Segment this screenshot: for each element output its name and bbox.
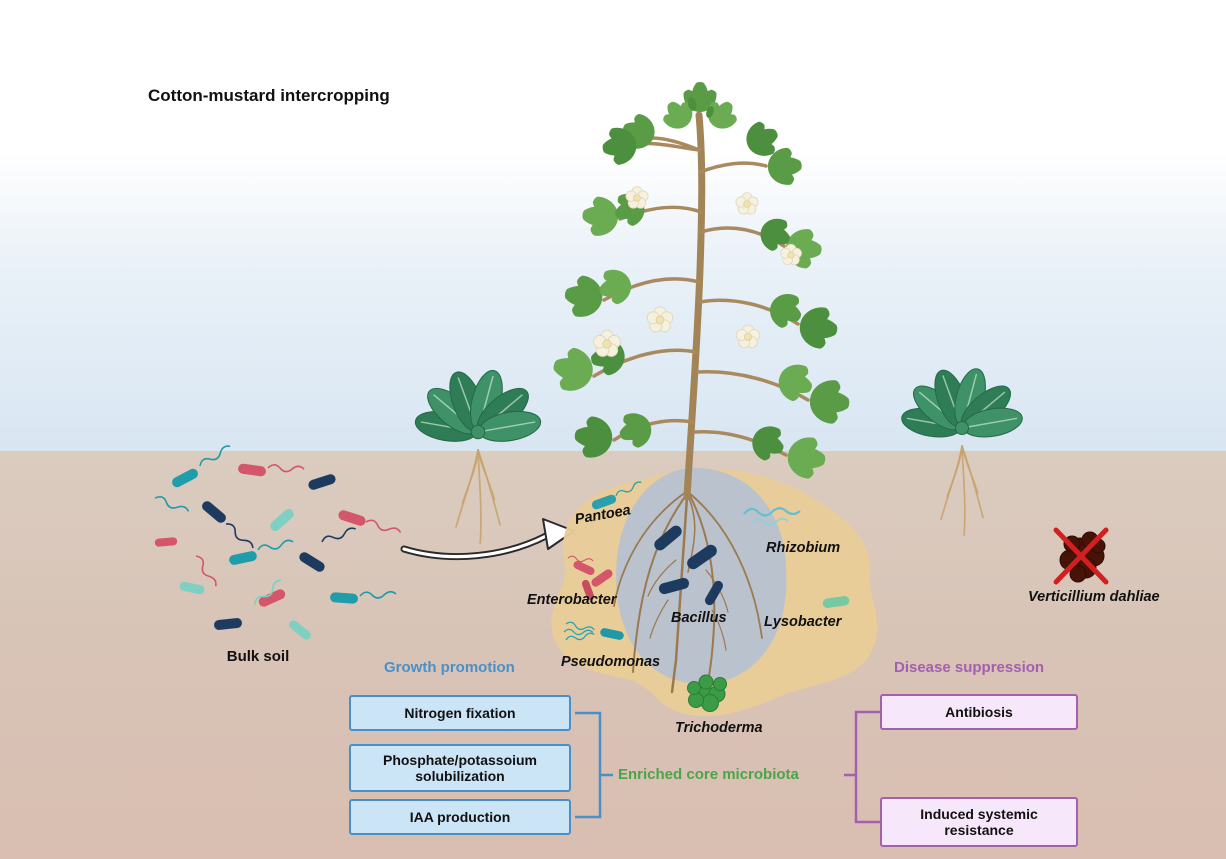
figure-title: Cotton-mustard intercropping	[148, 86, 390, 105]
mustard-plant-left	[412, 366, 544, 447]
iaa-production-box: IAA production	[349, 799, 571, 835]
root-zone-blob	[616, 467, 787, 685]
cotton-plant	[547, 82, 851, 501]
lysobacter-label: Lysobacter	[764, 614, 842, 630]
nitrogen-fixation-box: Nitrogen fixation	[349, 695, 571, 731]
red-cross-icon	[1053, 527, 1109, 585]
bulk-soil-label: Bulk soil	[226, 648, 290, 665]
rhizobium-label: Rhizobium	[766, 540, 841, 556]
trichoderma-icon	[687, 674, 727, 712]
rhizobium-icon	[743, 507, 801, 526]
growth-bracket	[575, 711, 613, 819]
cotton-roots	[613, 491, 763, 694]
transfer-arrow-icon	[400, 518, 575, 561]
phosphate-solubilization-box: Phosphate/potassoium solubilization	[349, 744, 571, 792]
verticillium-label: Verticillium dahliae	[1028, 589, 1160, 605]
pseudomonas-label: Pseudomonas	[561, 654, 661, 670]
disease-bracket	[844, 710, 880, 824]
bulk-soil-bacteria-icon	[153, 443, 403, 642]
trichoderma-label: Trichoderma	[675, 720, 763, 736]
mustard-plant-right	[898, 364, 1026, 442]
disease-suppression-header: Disease suppression	[894, 659, 1045, 676]
bacillus-label: Bacillus	[671, 610, 727, 626]
antibiosis-box: Antibiosis	[880, 694, 1078, 730]
enriched-core-microbiota-label: Enriched core microbiota	[618, 766, 799, 783]
enterobacter-label: Enterobacter	[527, 592, 617, 608]
mustard-right-roots	[940, 445, 984, 537]
growth-promotion-header: Growth promotion	[384, 659, 515, 676]
induced-systemic-resistance-box: Induced systemic resistance	[880, 797, 1078, 847]
verticillium-icon	[1053, 527, 1109, 585]
mustard-left-roots	[455, 449, 501, 545]
